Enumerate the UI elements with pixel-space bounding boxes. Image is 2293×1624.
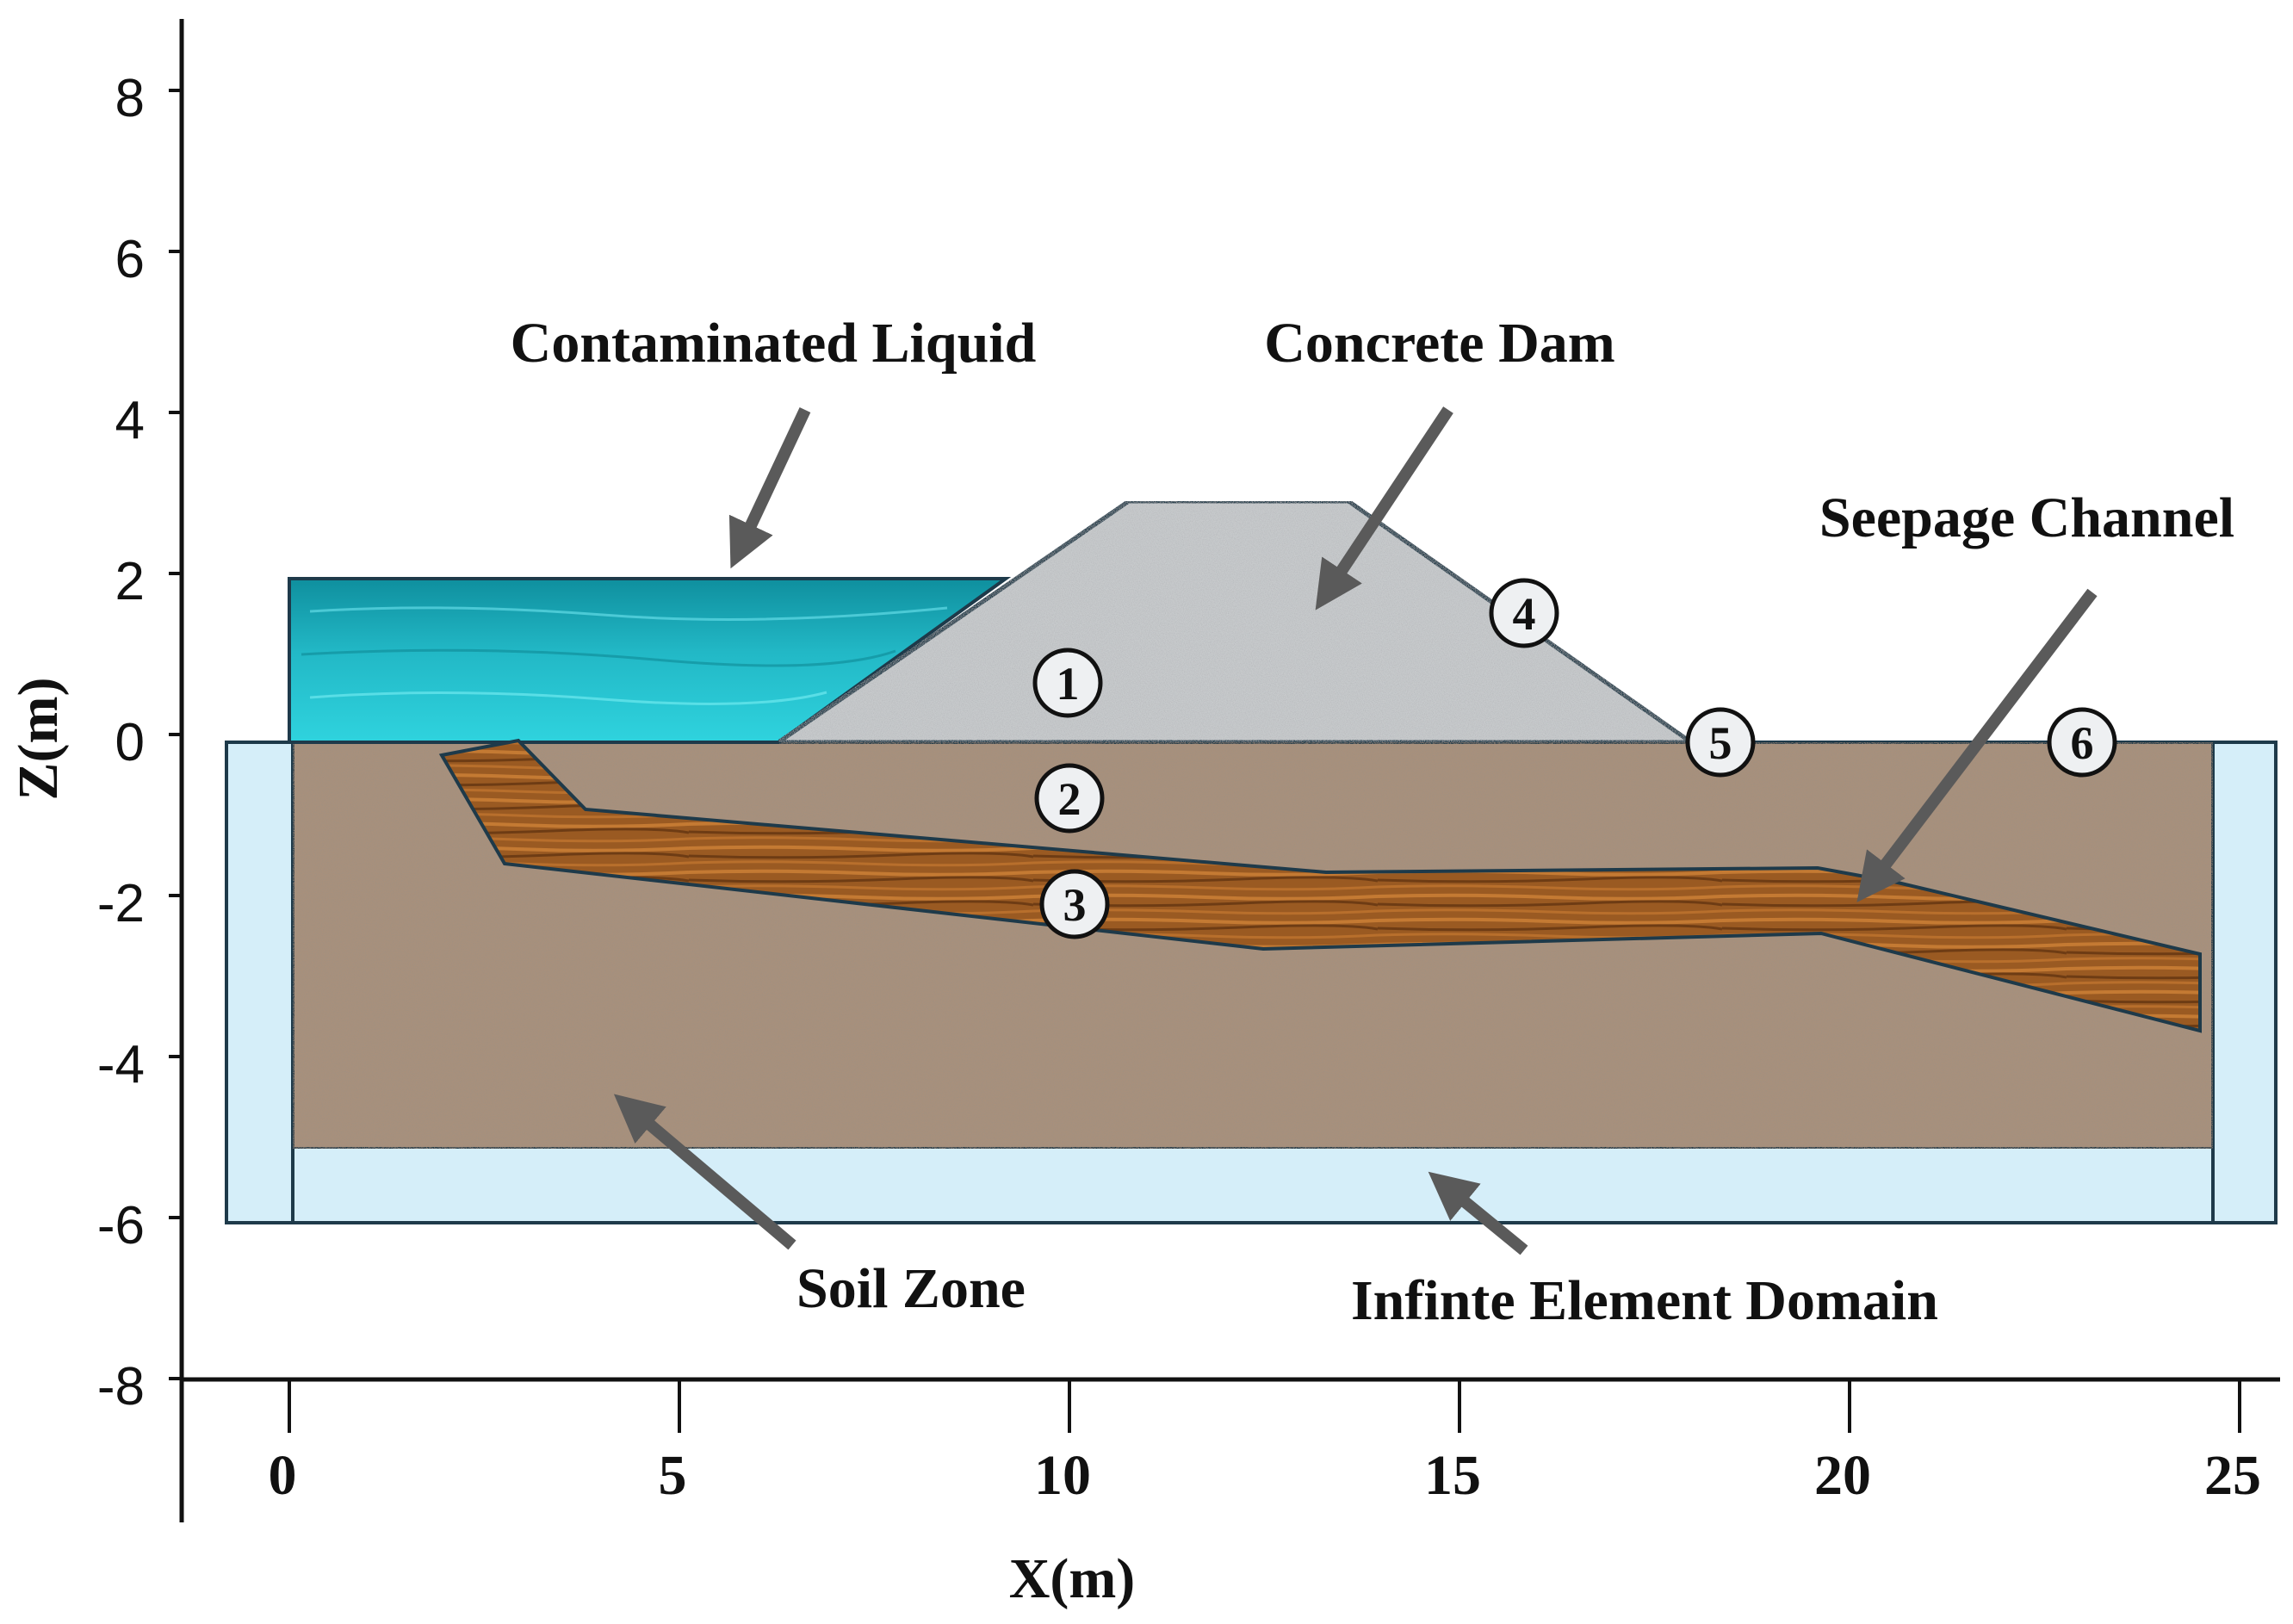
infinite-element-domain-label: Infinte Element Domain [1351, 1269, 1938, 1332]
svg-text:5: 5 [1709, 717, 1732, 769]
x-tick-label: 25 [2204, 1444, 2261, 1507]
numbered-markers: 1 2 3 4 5 6 [1032, 578, 2117, 939]
x-tick-label: 5 [659, 1444, 687, 1507]
x-axis-title: X(m) [1009, 1547, 1136, 1610]
x-tick-label: 15 [1424, 1444, 1481, 1507]
svg-text:6: 6 [2071, 717, 2094, 769]
z-axis-ticks: 8 6 4 2 0 -2 -4 -6 -8 [97, 69, 182, 1416]
svg-text:2: 2 [1058, 773, 1081, 825]
z-tick-label: 6 [115, 230, 145, 289]
seepage-channel-arrow [1856, 588, 2098, 902]
z-axis-title: Z(m) [7, 678, 70, 801]
svg-text:3: 3 [1063, 879, 1087, 931]
z-tick-label: 4 [115, 391, 145, 450]
z-tick-label: -4 [97, 1035, 145, 1094]
svg-text:1: 1 [1057, 658, 1080, 710]
marker-3: 3 [1039, 869, 1110, 939]
z-axis: 8 6 4 2 0 -2 -4 -6 -8 [97, 19, 184, 1522]
marker-2: 2 [1034, 763, 1105, 834]
soil-zone-arrow [613, 1094, 796, 1250]
concrete-dam-label: Concrete Dam [1264, 312, 1614, 375]
seepage-channel-label: Seepage Channel [1819, 487, 2234, 549]
z-tick-label: 0 [115, 713, 145, 772]
contaminated-liquid-label: Contaminated Liquid [511, 312, 1037, 375]
seepage-channel-body [438, 738, 2202, 1033]
x-tick-label: 20 [1814, 1444, 1871, 1507]
marker-6: 6 [2047, 707, 2117, 778]
z-tick-label: -2 [97, 874, 145, 933]
z-tick-label: 2 [115, 552, 145, 611]
callout-arrows [613, 406, 2098, 1255]
svg-text:4: 4 [1513, 588, 1536, 640]
x-tick-label: 10 [1034, 1444, 1091, 1507]
concrete-dam-arrow [1315, 406, 1453, 611]
concrete-dam-body [771, 499, 1698, 745]
z-tick-label: -6 [97, 1196, 145, 1255]
z-tick-label: -8 [97, 1357, 145, 1416]
x-tick-label: 0 [269, 1444, 297, 1507]
marker-4: 4 [1489, 578, 1559, 648]
contaminated-liquid-arrow [728, 407, 811, 569]
marker-5: 5 [1685, 707, 1756, 778]
soil-zone-label: Soil Zone [796, 1257, 1026, 1320]
x-axis: 0 5 10 15 20 25 [182, 1377, 2280, 1507]
infinite-element-domain-arrow [1428, 1171, 1528, 1255]
marker-1: 1 [1032, 648, 1103, 718]
x-axis-ticks: 0 5 10 15 20 25 [269, 1379, 2261, 1507]
z-tick-label: 8 [115, 69, 145, 128]
